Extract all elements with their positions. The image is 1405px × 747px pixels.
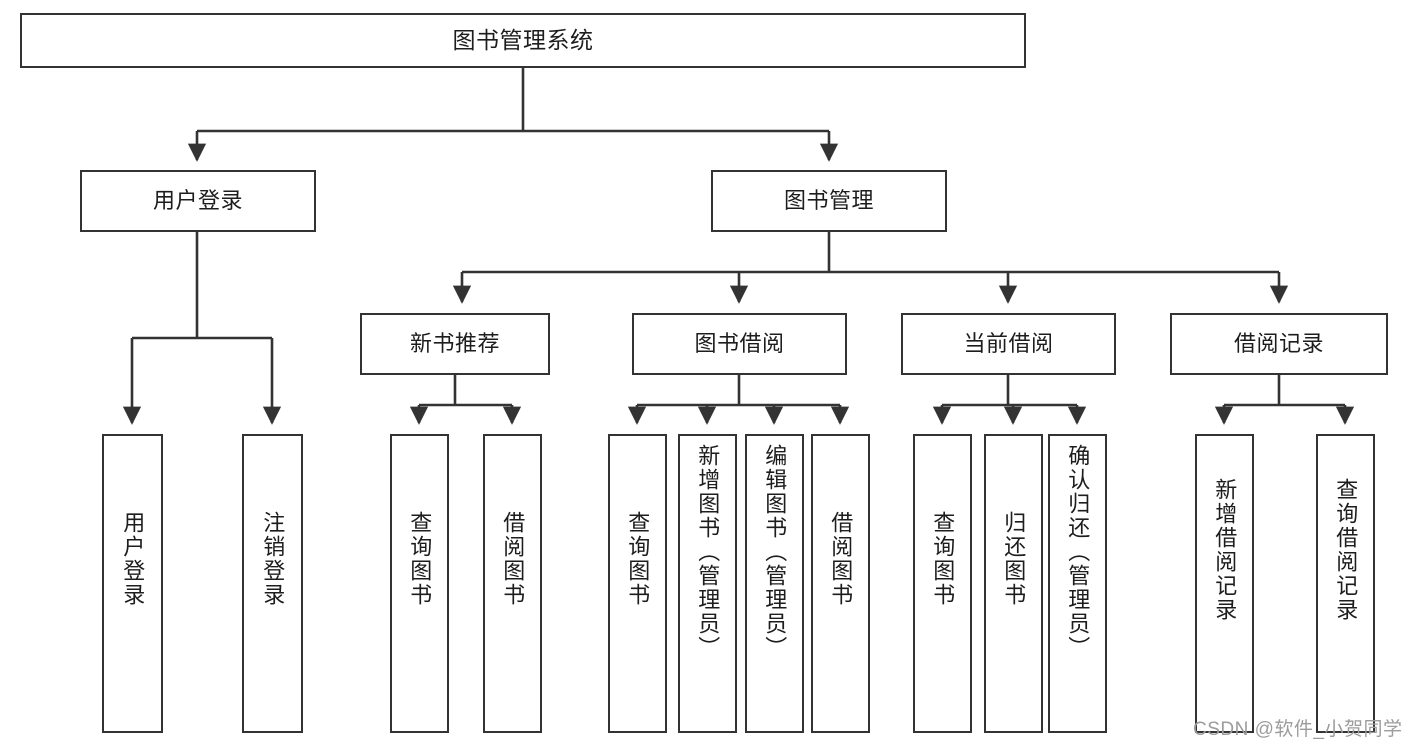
- node-leaf-query-book-1-label: 查询图书: [407, 511, 433, 607]
- node-leaf-user-login[interactable]: 用户登录: [102, 434, 163, 733]
- node-leaf-query-book-2-label: 查询图书: [625, 511, 651, 607]
- node-user-login-label: 用户登录: [152, 188, 243, 213]
- node-leaf-query-borrow-record-label: 查询借阅记录: [1333, 478, 1359, 622]
- node-leaf-return-book-label: 归还图书: [1001, 511, 1027, 607]
- node-leaf-borrow-book-1[interactable]: 借阅图书: [483, 434, 542, 733]
- node-user-login[interactable]: 用户登录: [80, 170, 316, 232]
- node-leaf-confirm-return-admin-label: 确认归还（管理员）: [1065, 444, 1091, 660]
- node-leaf-edit-book-admin[interactable]: 编辑图书（管理员）: [745, 434, 804, 733]
- node-leaf-edit-book-admin-label: 编辑图书（管理员）: [762, 444, 788, 660]
- node-leaf-query-borrow-record[interactable]: 查询借阅记录: [1316, 434, 1375, 733]
- node-leaf-return-book[interactable]: 归还图书: [984, 434, 1043, 733]
- node-book-borrow-label: 图书借阅: [694, 331, 785, 356]
- node-book-manage-label: 图书管理: [783, 188, 874, 213]
- node-book-borrow[interactable]: 图书借阅: [632, 313, 847, 375]
- node-leaf-user-login-label: 用户登录: [120, 511, 146, 607]
- node-borrow-record-label: 借阅记录: [1233, 331, 1324, 356]
- node-leaf-borrow-book-2-label: 借阅图书: [828, 511, 854, 607]
- node-leaf-borrow-book-2[interactable]: 借阅图书: [811, 434, 870, 733]
- node-leaf-query-book-2[interactable]: 查询图书: [608, 434, 667, 733]
- node-leaf-confirm-return-admin[interactable]: 确认归还（管理员）: [1048, 434, 1107, 733]
- node-leaf-borrow-book-1-label: 借阅图书: [500, 511, 526, 607]
- node-leaf-add-book-admin-label: 新增图书（管理员）: [695, 444, 721, 660]
- node-new-book-recommend-label: 新书推荐: [409, 331, 500, 356]
- node-leaf-add-borrow-record-label: 新增借阅记录: [1212, 478, 1238, 622]
- node-current-borrow[interactable]: 当前借阅: [901, 313, 1116, 375]
- node-current-borrow-label: 当前借阅: [963, 331, 1054, 356]
- node-new-book-recommend[interactable]: 新书推荐: [360, 313, 550, 375]
- node-book-manage[interactable]: 图书管理: [711, 170, 947, 232]
- node-leaf-add-book-admin[interactable]: 新增图书（管理员）: [678, 434, 737, 733]
- node-root-book-management-system[interactable]: 图书管理系统: [20, 13, 1026, 68]
- node-leaf-query-book-3[interactable]: 查询图书: [913, 434, 972, 733]
- node-leaf-user-logout[interactable]: 注销登录: [242, 434, 303, 733]
- node-root-book-management-system-label: 图书管理系统: [452, 27, 594, 53]
- node-leaf-query-book-3-label: 查询图书: [930, 511, 956, 607]
- node-leaf-user-logout-label: 注销登录: [260, 511, 286, 607]
- node-borrow-record[interactable]: 借阅记录: [1170, 313, 1388, 375]
- node-leaf-query-book-1[interactable]: 查询图书: [390, 434, 449, 733]
- watermark-text: CSDN @软件_小贺同学: [1193, 719, 1403, 740]
- node-leaf-add-borrow-record[interactable]: 新增借阅记录: [1195, 434, 1254, 733]
